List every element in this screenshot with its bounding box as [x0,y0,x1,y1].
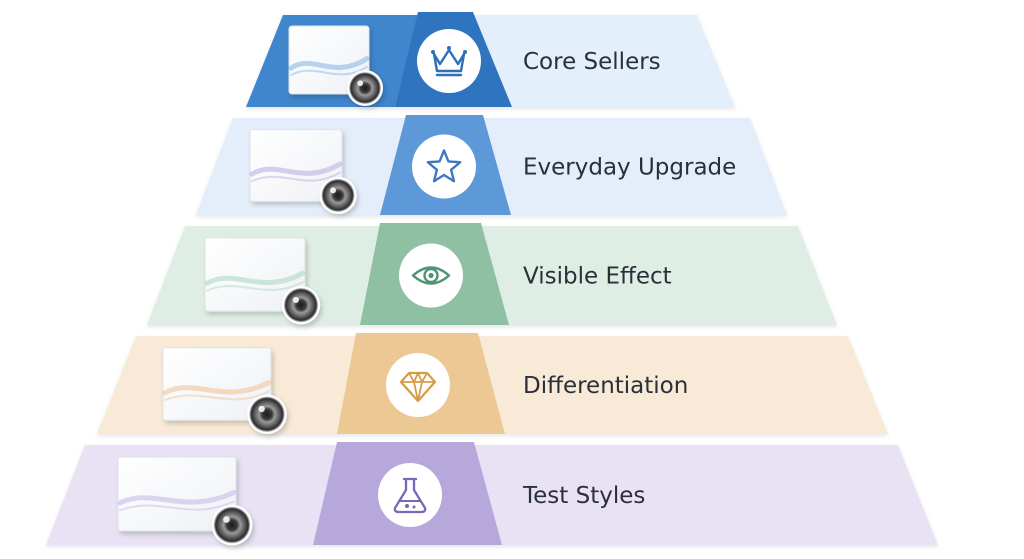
tier-band [46,445,938,545]
contact-lens-image [247,394,287,435]
tier-label: Visible Effect [523,264,672,290]
product-box-image [204,237,306,312]
tier-label: Differentiation [523,373,688,399]
contact-lens-image [319,176,357,214]
flask-icon [378,463,442,527]
contact-lens-image [281,285,321,325]
product-box-image [288,25,370,95]
tier-3: Visible Effect [147,223,837,325]
tier-1: Core Sellers [246,12,735,107]
tier-label: Core Sellers [523,49,661,75]
product-box-image [117,456,237,532]
contact-lens-image [211,504,253,546]
diamond-icon [386,353,450,417]
tier-4: Differentiation [97,333,888,435]
eye-icon [399,243,463,308]
star-icon [412,134,476,199]
tier-label: Test Styles [522,483,645,509]
crown-icon [417,29,481,93]
tier-5: Test Styles [46,442,938,546]
contact-lens-image [347,70,383,107]
product-box-image [249,129,343,202]
product-box-image [162,347,272,421]
tier-2: Everyday Upgrade [196,115,787,215]
tier-label: Everyday Upgrade [523,155,736,181]
tier-band [97,336,888,434]
